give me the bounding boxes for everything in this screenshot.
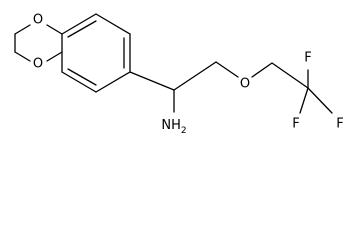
bond-ring-ch [129, 71, 175, 91]
atom-f-top: F [304, 51, 311, 66]
atom-o-ring-bottom: O [33, 57, 43, 72]
bond-ch2-cf3 [271, 62, 309, 89]
benzene-ring [61, 13, 131, 93]
bond-c4a-c5 [61, 13, 97, 35]
atom-o-ring-top: O [33, 13, 43, 28]
bond-ch-ch2 [173, 61, 217, 91]
atom-f-right: F [336, 117, 343, 132]
side-chain [129, 61, 333, 114]
atom-f-left: F [292, 117, 299, 132]
atom-o-ether: O [240, 77, 250, 92]
bond-c7-c8 [95, 71, 131, 93]
double-bond-inner-bottom [67, 68, 97, 86]
bond-c-f-left [299, 87, 309, 114]
bond-o-ch2 [251, 62, 273, 78]
molecule-diagram: O O NH2 O F F F [14, 13, 344, 136]
atom-labels: O O NH2 O F F F [33, 13, 344, 136]
bond-o1-c2 [14, 24, 31, 35]
dioxane-ring [14, 24, 63, 62]
bond-c4a-o1 [46, 24, 63, 35]
bond-c-f-right [307, 87, 333, 114]
atom-n-amine: NH2 [161, 118, 186, 136]
double-bond-inner-top [67, 20, 97, 38]
bond-c8-c8a [61, 71, 97, 93]
bond-c3-o4 [14, 51, 31, 62]
bond-ch2-o [215, 61, 239, 78]
bond-c5-c6 [95, 13, 131, 35]
bond-o4-c8a [46, 51, 63, 62]
structure-svg: O O NH2 O F F F [14, 13, 344, 136]
